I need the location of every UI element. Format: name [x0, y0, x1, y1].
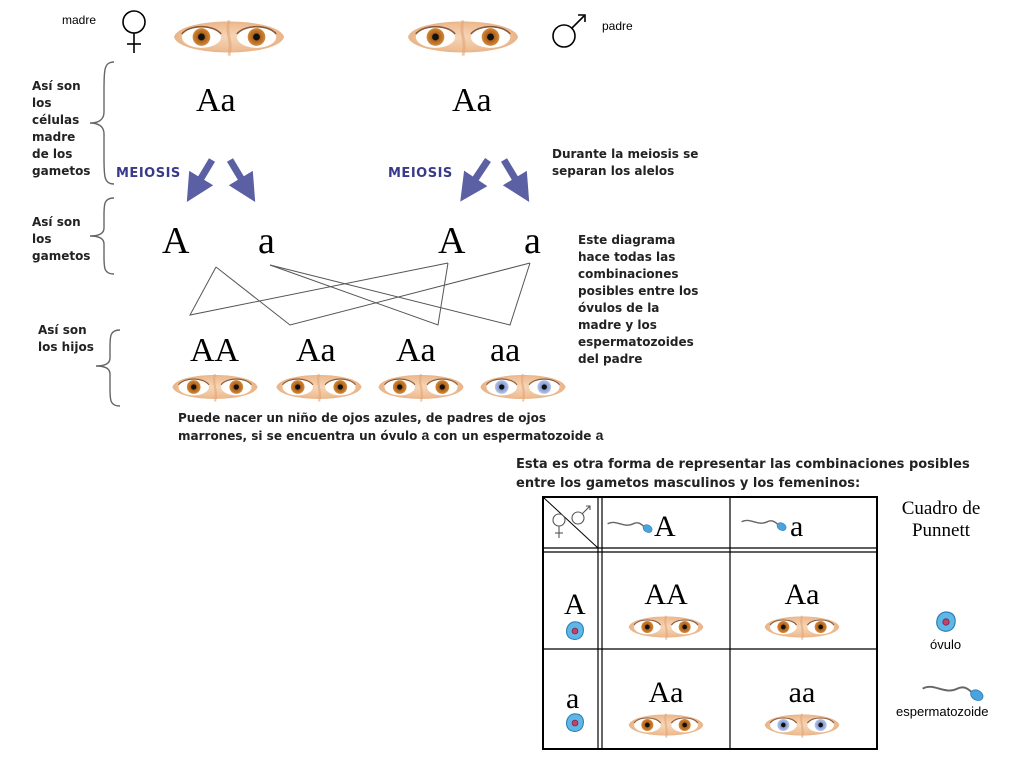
meiosis-right-arrows — [460, 158, 530, 203]
sperm-icon — [920, 680, 986, 706]
punnett-cell-aa: aa — [788, 676, 816, 709]
legend-ovule-label: óvulo — [930, 637, 962, 652]
gametes-label: Así son los gametos — [32, 215, 91, 263]
offspring-eyes-1 — [166, 368, 264, 406]
legend-sperm-label: espermatozoide — [896, 704, 989, 719]
punnett-cell-Aa-1-eyes — [762, 610, 842, 644]
father-gamete-a: a — [524, 220, 541, 262]
mother-genotype: Aa — [196, 82, 236, 119]
punnett-title: Cuadro de Punnett — [901, 498, 981, 541]
mother-gamete-a: a — [258, 220, 275, 262]
diagram-note: Este diagrama hace todas las combinacion… — [578, 233, 699, 366]
punnett-cell-Aa-1: Aa — [784, 578, 820, 611]
male-symbol-icon — [552, 14, 586, 48]
offspring-eyes-4 — [474, 368, 572, 406]
mother-gamete-A: A — [162, 220, 190, 262]
brace-cells — [89, 61, 115, 185]
punnett-corner-symbols — [552, 505, 591, 538]
female-symbol-icon — [122, 10, 146, 53]
mother-eyes — [170, 12, 288, 62]
ovule-icon — [564, 712, 586, 734]
female-symbol-icon — [552, 513, 566, 538]
brace-children — [95, 329, 121, 407]
punnett-cell-AA: AA — [644, 578, 688, 611]
father-eyes — [404, 12, 522, 62]
punnett-cell-Aa-2: Aa — [648, 676, 684, 709]
sperm-icon — [606, 516, 654, 538]
male-symbol-icon — [571, 505, 591, 525]
punnett-heading: Esta es otra forma de representar las co… — [516, 457, 970, 491]
father-genotype: Aa — [452, 82, 492, 119]
cells-label: Así son los células madre de los gametos — [32, 79, 91, 178]
father-label: padre — [602, 19, 633, 33]
punnett-row-header-A: A — [564, 588, 586, 621]
punnett-cell-aa-eyes — [762, 708, 842, 742]
punnett-grid — [542, 496, 878, 750]
punnett-row-header-a: a — [566, 682, 580, 715]
blue-eyes-note: Puede nacer un niño de ojos azules, de p… — [178, 411, 604, 443]
combination-lines — [189, 262, 531, 326]
punnett-col-header-a: a — [790, 510, 804, 543]
offspring-genotype-2: Aa — [296, 332, 336, 369]
punnett-cell-AA-eyes — [626, 610, 706, 644]
punnett-col-header-A: A — [654, 510, 676, 543]
offspring-eyes-3 — [372, 368, 470, 406]
brace-gametes — [89, 197, 115, 275]
meiosis-left-arrows — [186, 158, 256, 203]
offspring-genotype-3: Aa — [396, 332, 436, 369]
punnett-cell-Aa-2-eyes — [626, 708, 706, 742]
offspring-eyes-2 — [270, 368, 368, 406]
offspring-genotype-1: AA — [190, 332, 240, 369]
father-gamete-A: A — [438, 220, 466, 262]
offspring-genotype-4: aa — [490, 332, 521, 369]
ovule-icon — [564, 620, 586, 642]
meiosis-note: Durante la meiosis se separan los alelos — [552, 147, 699, 178]
meiosis-right-label: MEIOSIS — [388, 166, 453, 181]
children-label: Así son los hijos — [38, 323, 94, 354]
meiosis-left-label: MEIOSIS — [116, 166, 181, 181]
mother-label: madre — [62, 13, 97, 27]
ovule-icon — [934, 610, 958, 634]
sperm-icon — [740, 514, 788, 536]
